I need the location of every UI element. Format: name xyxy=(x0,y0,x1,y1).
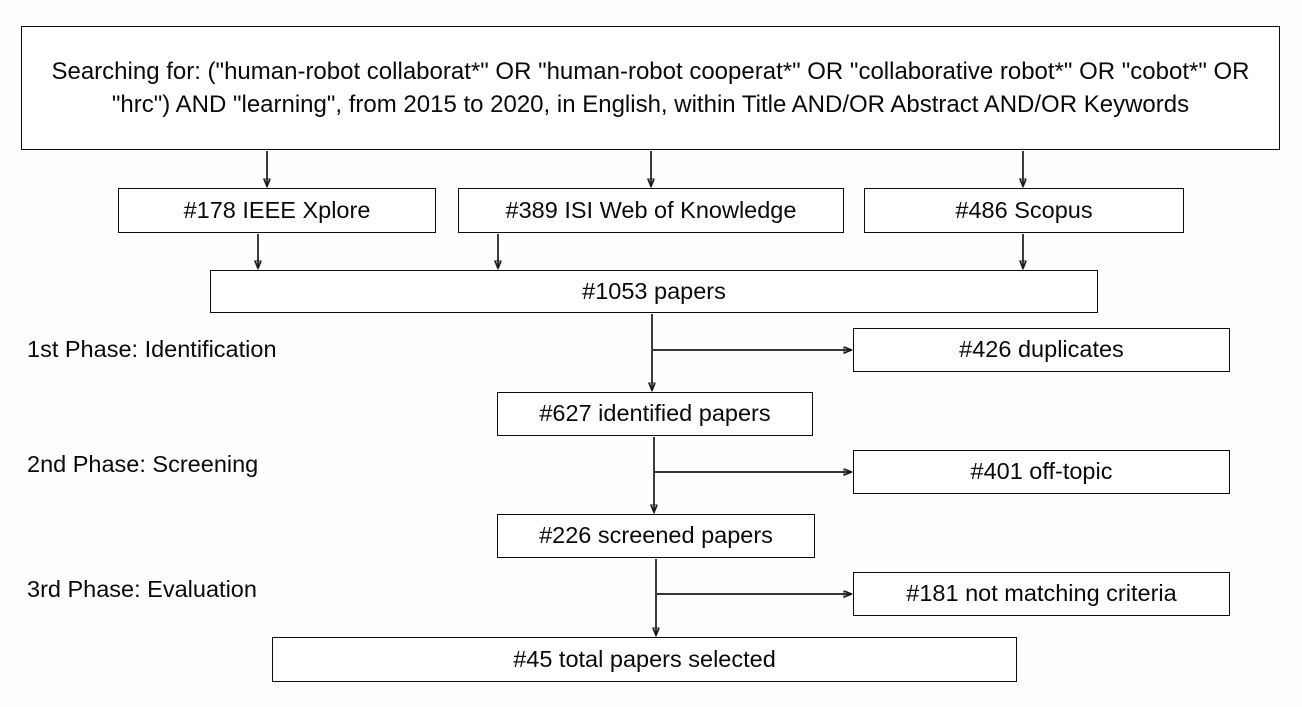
phase-label-screening-text: 2nd Phase: Screening xyxy=(27,451,259,477)
stage-label-identified-papers: #627 identified papers xyxy=(539,400,771,427)
phase-label-evaluation-text: 3rd Phase: Evaluation xyxy=(27,576,257,602)
search-query-box: Searching for: ("human-robot collaborat*… xyxy=(21,26,1280,150)
source-box-ieee-xplore: #178 IEEE Xplore xyxy=(118,188,436,233)
phase-label-identification: 1st Phase: Identification xyxy=(27,336,277,362)
excluded-box-off-topic: #401 off-topic xyxy=(853,450,1230,494)
phase-label-evaluation: 3rd Phase: Evaluation xyxy=(27,576,257,602)
excluded-box-not-matching-criteria: #181 not matching criteria xyxy=(853,572,1230,616)
source-box-isi-web-of-knowledge: #389 ISI Web of Knowledge xyxy=(458,188,844,233)
excluded-label-duplicates: #426 duplicates xyxy=(959,336,1124,363)
source-label-ieee-xplore: #178 IEEE Xplore xyxy=(183,196,371,223)
phase-label-screening: 2nd Phase: Screening xyxy=(27,451,259,477)
result-box-total-selected: #45 total papers selected xyxy=(272,637,1017,682)
total-papers-label: #1053 papers xyxy=(582,277,726,304)
source-box-scopus: #486 Scopus xyxy=(864,188,1184,233)
stage-box-identified-papers: #627 identified papers xyxy=(497,392,813,436)
source-label-scopus: #486 Scopus xyxy=(955,196,1093,223)
search-query-text: Searching for: ("human-robot collaborat*… xyxy=(51,57,1250,118)
result-label-total-selected: #45 total papers selected xyxy=(513,645,776,672)
stage-label-screened-papers: #226 screened papers xyxy=(539,522,773,549)
phase-label-identification-text: 1st Phase: Identification xyxy=(27,336,277,362)
source-label-isi-web-of-knowledge: #389 ISI Web of Knowledge xyxy=(505,196,797,223)
excluded-label-not-matching-criteria: #181 not matching criteria xyxy=(906,580,1177,607)
total-papers-box: #1053 papers xyxy=(210,270,1098,313)
excluded-label-off-topic: #401 off-topic xyxy=(970,458,1113,485)
excluded-box-duplicates: #426 duplicates xyxy=(853,328,1230,372)
stage-box-screened-papers: #226 screened papers xyxy=(497,514,815,558)
